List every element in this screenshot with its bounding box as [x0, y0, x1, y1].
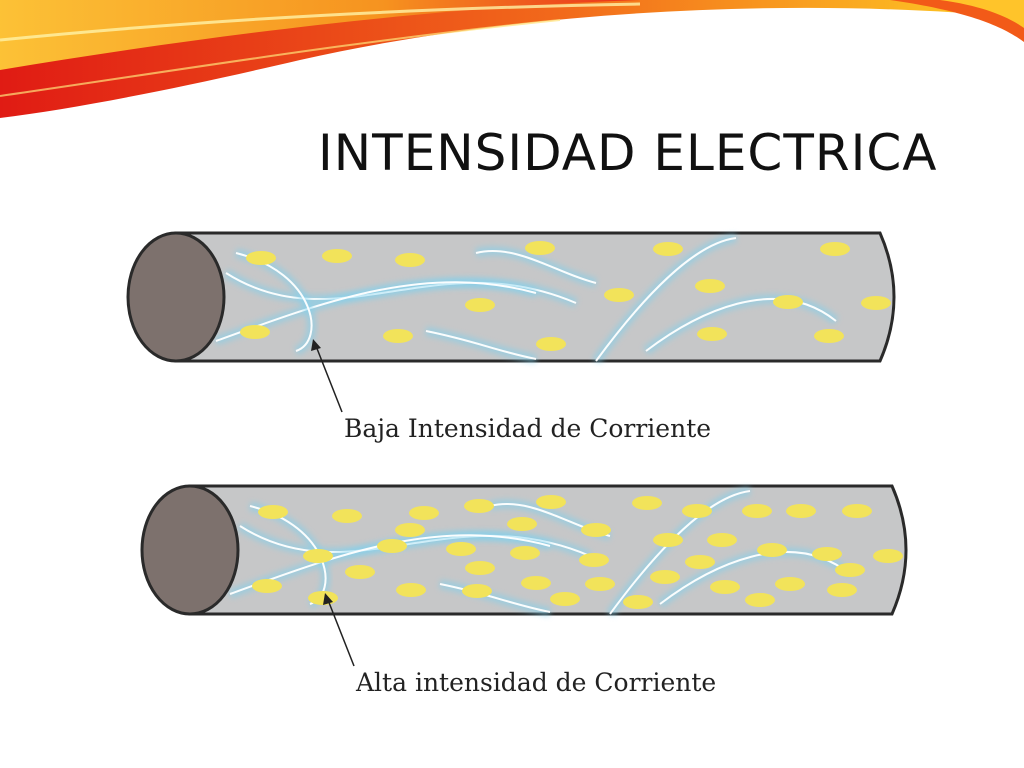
electron: [707, 533, 737, 547]
arrow-low-current: [315, 345, 343, 413]
wire-cross-section: [140, 484, 240, 616]
decorative-swoosh: [0, 0, 1024, 118]
electron: [377, 539, 407, 553]
electron: [409, 506, 439, 520]
electron: [745, 593, 775, 607]
current-streak: [425, 330, 537, 360]
electron: [308, 591, 338, 605]
electron: [775, 577, 805, 591]
electron: [827, 583, 857, 597]
electron: [742, 504, 772, 518]
electron: [585, 577, 615, 591]
arrow-high-current: [327, 599, 355, 667]
electron: [396, 583, 426, 597]
electron: [510, 546, 540, 560]
electron: [682, 504, 712, 518]
electron: [861, 296, 891, 310]
electron: [465, 561, 495, 575]
electron: [446, 542, 476, 556]
electron: [581, 523, 611, 537]
electron: [465, 298, 495, 312]
electron: [536, 337, 566, 351]
current-streak: [609, 490, 751, 615]
electron: [710, 580, 740, 594]
electron: [383, 329, 413, 343]
electron: [395, 523, 425, 537]
electron: [395, 253, 425, 267]
electron: [536, 495, 566, 509]
electron: [697, 327, 727, 341]
current-streak: [439, 583, 551, 613]
electron: [252, 579, 282, 593]
electron: [695, 279, 725, 293]
caption-high-current: Alta intensidad de Corriente: [356, 668, 717, 697]
electron: [507, 517, 537, 531]
current-streak: [595, 237, 737, 362]
electron: [322, 249, 352, 263]
electron: [332, 509, 362, 523]
electron: [579, 553, 609, 567]
electron: [835, 563, 865, 577]
electron: [842, 504, 872, 518]
electron: [653, 533, 683, 547]
electron: [773, 295, 803, 309]
current-streak: [645, 298, 837, 352]
wire-high-current: [140, 484, 908, 617]
electron: [632, 496, 662, 510]
electron: [653, 242, 683, 256]
electron: [604, 288, 634, 302]
arrowhead-low-current: [311, 339, 321, 351]
electron: [464, 499, 494, 513]
electron: [820, 242, 850, 256]
electron: [258, 505, 288, 519]
electron: [650, 570, 680, 584]
caption-low-current: Baja Intensidad de Corriente: [344, 414, 712, 443]
electron: [550, 592, 580, 606]
electron: [521, 576, 551, 590]
electron: [240, 325, 270, 339]
electron: [623, 595, 653, 609]
slide-title: INTENSIDAD ELECTRICA: [318, 124, 938, 182]
electron: [246, 251, 276, 265]
electron: [757, 543, 787, 557]
electron: [345, 565, 375, 579]
arrowhead-high-current: [323, 593, 333, 605]
electron: [685, 555, 715, 569]
electron: [814, 329, 844, 343]
electron: [786, 504, 816, 518]
electron: [812, 547, 842, 561]
electron: [303, 549, 333, 563]
wire-cross-section: [126, 231, 226, 363]
electron: [873, 549, 903, 563]
electron: [525, 241, 555, 255]
electron: [462, 584, 492, 598]
wire-low-current: [126, 231, 896, 364]
current-streak: [475, 250, 597, 284]
